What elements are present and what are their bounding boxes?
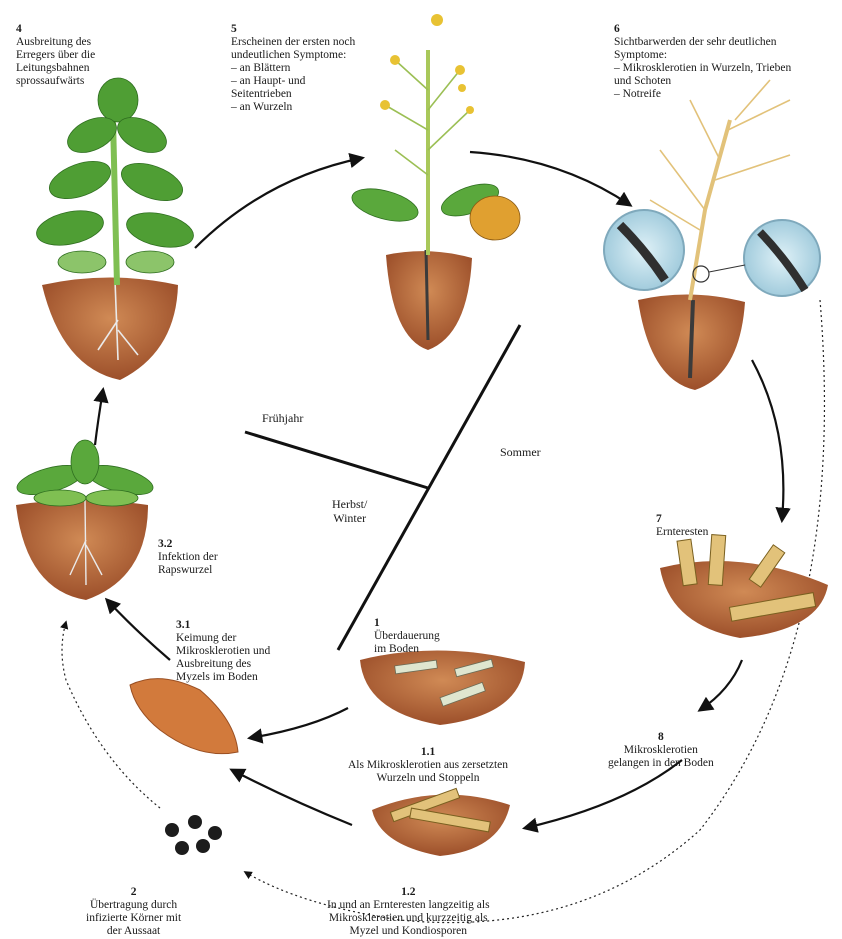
stage-1-text: Überdauerung im Boden xyxy=(374,630,440,655)
soil-germination-illustration xyxy=(130,679,238,754)
stage-1-number: 1 xyxy=(374,617,380,629)
stage-6-text: Sichtbarwerden der sehr deutlichen Sympt… xyxy=(614,36,791,100)
season-label-summer: Sommer xyxy=(500,445,541,459)
stage-1-label: 1 Überdauerung im Boden xyxy=(374,604,440,656)
harvest-residue-illustration xyxy=(660,535,828,638)
stage-8-number: 8 xyxy=(658,731,664,743)
stage-3-2-number: 3.2 xyxy=(158,538,172,550)
stage-7-text: Ernteresten xyxy=(656,526,708,538)
stage-6-number: 6 xyxy=(614,23,620,35)
stage-6-label: 6 Sichtbarwerden der sehr deutlichen Sym… xyxy=(614,10,791,101)
stage-3-2-label: 3.2 Infektion der Rapswurzel xyxy=(158,525,218,577)
stage-3-2-text: Infektion der Rapswurzel xyxy=(158,551,218,576)
stage-8-text: Mikrosklerotien gelangen in den Boden xyxy=(608,744,714,769)
season-label-spring: Frühjahr xyxy=(262,411,303,425)
stage-4-label: 4 Ausbreitung des Erregers über die Leit… xyxy=(16,10,95,88)
stage-5-label: 5 Erscheinen der ersten noch undeutliche… xyxy=(231,10,355,114)
season-divider-lines xyxy=(245,325,520,650)
stage-1-1-text: Als Mikrosklerotien aus zersetzten Wurze… xyxy=(348,759,508,784)
stage-1-1-number: 1.1 xyxy=(421,746,435,758)
infected-seeds-illustration xyxy=(165,815,222,855)
stage-4-number: 4 xyxy=(16,23,22,35)
stage-1-1-label: 1.1 Als Mikrosklerotien aus zersetzten W… xyxy=(348,733,508,785)
stage-2-label: 2 Übertragung durch infizierte Körner mi… xyxy=(86,873,181,938)
plant-stage-5-illustration xyxy=(349,14,520,350)
stage-7-number: 7 xyxy=(656,513,662,525)
stage-1-2-label: 1.2 In und an Ernteresten langzeitig als… xyxy=(327,873,490,938)
plant-stage-6-illustration xyxy=(604,80,820,390)
stage-3-1-text: Keimung der Mikrosklerotien und Ausbreit… xyxy=(176,632,270,683)
stage-1-2-number: 1.2 xyxy=(401,886,415,898)
residues-in-soil-illustration xyxy=(372,788,510,856)
stage-2-number: 2 xyxy=(131,886,137,898)
soil-overwintering-illustration xyxy=(360,650,525,725)
stage-4-text: Ausbreitung des Erregers über die Leitun… xyxy=(16,36,95,87)
plant-stage-3-2-illustration xyxy=(14,440,156,600)
stage-3-1-number: 3.1 xyxy=(176,619,190,631)
stage-8-label: 8 Mikrosklerotien gelangen in den Boden xyxy=(608,718,714,770)
plant-stage-4-illustration xyxy=(33,78,196,380)
stage-5-text: Erscheinen der ersten noch undeutlichen … xyxy=(231,36,355,113)
stage-3-1-label: 3.1 Keimung der Mikrosklerotien und Ausb… xyxy=(176,606,270,684)
stage-2-text: Übertragung durch infizierte Körner mit … xyxy=(86,899,181,937)
stage-1-2-text: In und an Ernteresten langzeitig als Mik… xyxy=(327,899,490,937)
stage-7-label: 7 Ernteresten xyxy=(656,500,708,539)
stage-5-number: 5 xyxy=(231,23,237,35)
season-label-autumn-winter: Herbst/ Winter xyxy=(332,497,367,525)
